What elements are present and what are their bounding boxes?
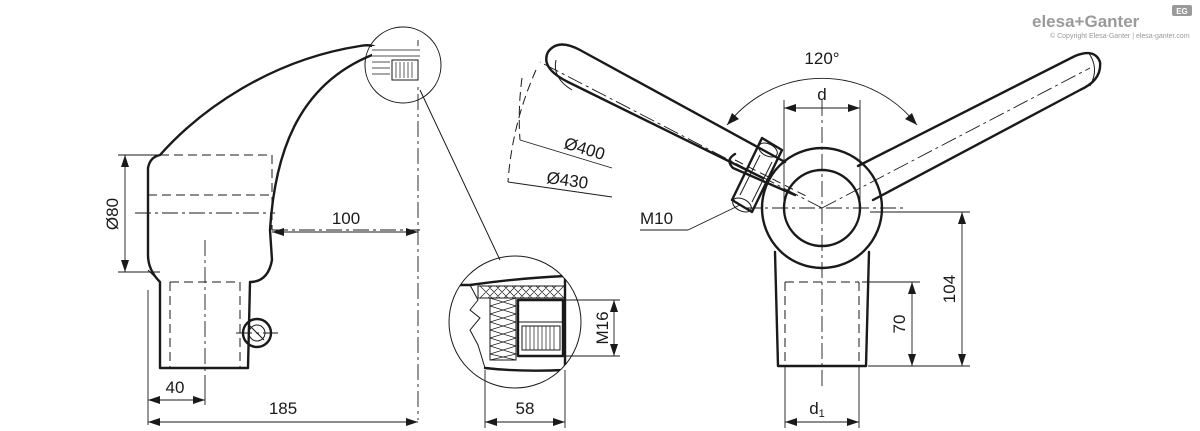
leader-430 <box>507 181 613 198</box>
brand-logo-text: elesa+Ganter <box>1032 12 1140 31</box>
arm-tip-detail <box>1087 51 1095 87</box>
brand-badge-text: EG <box>1176 7 1188 16</box>
arrowhead <box>958 212 966 224</box>
arrowhead <box>193 396 205 404</box>
dim-label-58: 58 <box>516 399 535 418</box>
arrowhead <box>485 418 497 426</box>
detail-marker-circle <box>364 26 442 104</box>
detail-circle <box>448 255 582 389</box>
dim-label-d: d <box>817 85 826 104</box>
brand-copyright: © Copyright Elesa-Ganter | elesa-ganter.… <box>1050 32 1190 40</box>
dim-label-104: 104 <box>940 275 959 303</box>
brand-logo: elesa+Ganter © Copyright Elesa-Ganter | … <box>1032 5 1192 40</box>
threaded-bore <box>516 298 565 358</box>
thread-block <box>521 325 561 351</box>
arrowhead <box>784 104 796 112</box>
arrowhead <box>848 104 860 112</box>
break-line <box>469 284 486 369</box>
dim-label-100: 100 <box>332 209 360 228</box>
arrowhead <box>610 300 618 312</box>
radius-arc-400 <box>518 77 523 141</box>
arrowhead <box>406 418 418 426</box>
dim-label-dia-430: Ø430 <box>545 168 589 193</box>
arrowhead <box>148 418 160 426</box>
dim-label-185: 185 <box>269 399 297 418</box>
arrowhead <box>908 354 916 366</box>
arrowhead <box>727 113 739 125</box>
insert-band <box>477 285 566 299</box>
arm-tip-detail <box>554 59 573 91</box>
arrowhead <box>908 282 916 294</box>
detail-view: M16 58 <box>448 255 620 428</box>
detail-outline <box>483 366 567 372</box>
dim-label-dia-80: Ø80 <box>103 198 122 230</box>
brand-badge <box>1172 5 1192 16</box>
insert-wall <box>489 297 517 361</box>
side-view: Ø80 100 40 185 <box>103 26 501 426</box>
arrowhead <box>406 228 418 236</box>
dim-label-m10: M10 <box>640 209 673 228</box>
arm-axis <box>539 61 823 209</box>
arrowhead <box>905 113 917 125</box>
arm-axis <box>821 67 1091 209</box>
arrowhead <box>958 354 966 366</box>
arrowhead <box>553 418 565 426</box>
right-arm <box>856 51 1102 202</box>
arrowhead <box>785 418 797 426</box>
front-view: 120° d Ø400 Ø430 M10 104 70 <box>507 43 1102 428</box>
m10-screw <box>728 136 797 214</box>
arrowhead <box>121 260 129 272</box>
detail-outline <box>449 274 567 287</box>
angle-arc-120 <box>726 77 918 126</box>
lever-side-outline <box>146 44 382 370</box>
dim-label-40: 40 <box>166 378 185 397</box>
arrowhead <box>847 418 859 426</box>
arrowhead <box>121 155 129 167</box>
dim-label-120: 120° <box>804 49 839 68</box>
arrowhead <box>610 344 618 356</box>
leader-m10 <box>687 204 741 231</box>
dim-label-d1: d1 <box>809 399 825 420</box>
leader-400 <box>519 139 613 169</box>
detail-leader <box>419 89 501 261</box>
arrowhead <box>272 228 284 236</box>
radius-arc-430 <box>507 69 537 183</box>
dim-label-m16: M16 <box>593 311 612 344</box>
arrowhead <box>148 396 160 404</box>
dim-label-70: 70 <box>890 315 909 334</box>
detail-marker-hatch <box>372 46 422 86</box>
